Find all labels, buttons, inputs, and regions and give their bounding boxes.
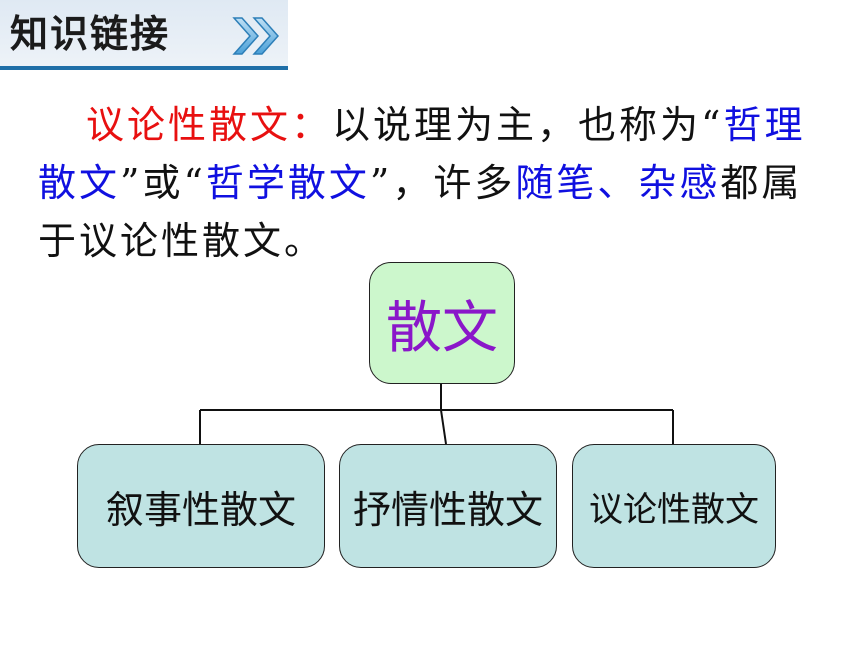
header-underline (0, 66, 288, 70)
page-title: 知识链接 (10, 12, 171, 56)
highlight-philosophy-essay: 哲学散文 (205, 161, 370, 205)
definition-text-1: 以说理为主，也称为“ (332, 103, 724, 147)
root-node: 散文 (369, 262, 515, 384)
highlight-philosophical-essay: 哲理散文 (38, 103, 806, 205)
definition-term: 议论性散文： (86, 103, 333, 147)
child-node-label: 议论性散文 (589, 489, 759, 530)
definition-paragraph: 议论性散文：以说理为主，也称为“哲理散文”或“哲学散文”，许多随笔、杂感都属于议… (38, 96, 828, 270)
definition-text-4: 都属于议论性散文。 (38, 161, 803, 263)
highlight-essays-reflections: 随笔、杂感 (515, 161, 721, 205)
child-node-label: 抒情性散文 (352, 487, 543, 532)
child-node-lyrical: 抒情性散文 (339, 444, 557, 568)
connector-middle (440, 409, 447, 445)
root-node-label: 散文 (386, 295, 498, 361)
double-chevron-right-icon (232, 17, 280, 55)
child-node-argumentative: 议论性散文 (572, 444, 776, 568)
child-node-label: 叙事性散文 (105, 487, 296, 532)
header-bar (0, 0, 288, 70)
definition-text-2: ”或“ (120, 161, 206, 205)
child-node-narrative: 叙事性散文 (77, 444, 325, 568)
definition-text-3: ”，许多 (369, 161, 516, 205)
